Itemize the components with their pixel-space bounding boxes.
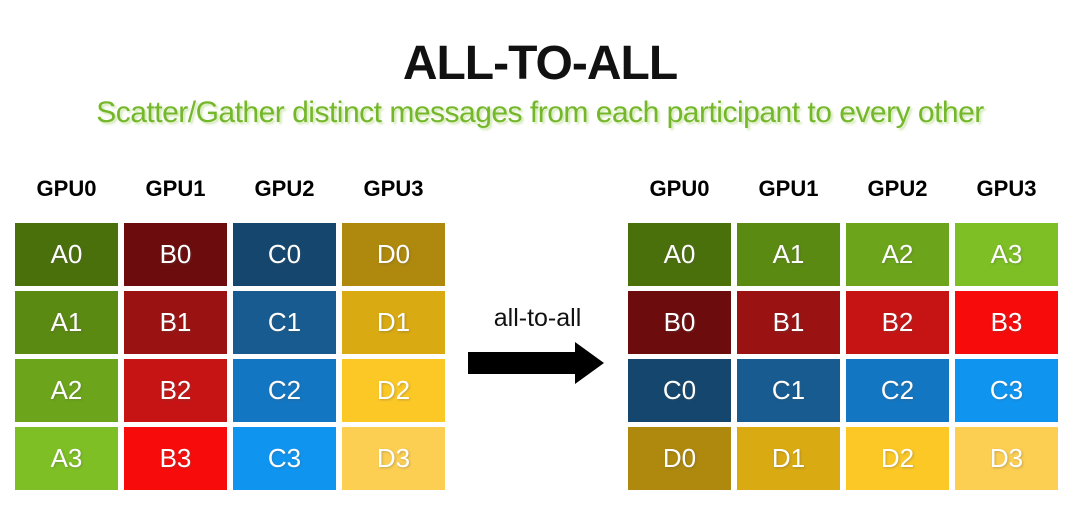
data-chunk-a1: A1 — [15, 291, 118, 354]
data-chunk-d2: D2 — [342, 359, 445, 422]
gpu-column-header: GPU2 — [867, 176, 928, 201]
gpu-column-header: GPU3 — [976, 176, 1037, 201]
before-grid-headers: GPU0 GPU1 GPU2 GPU3 — [15, 178, 445, 200]
data-chunk-d1: D1 — [342, 291, 445, 354]
gpu-column-header: GPU1 — [145, 176, 206, 201]
data-chunk-b2: B2 — [846, 291, 949, 354]
data-chunk-d2: D2 — [846, 427, 949, 490]
data-chunk-c1: C1 — [737, 359, 840, 422]
data-chunk-b0: B0 — [124, 223, 227, 286]
gpu-column-header: GPU0 — [649, 176, 710, 201]
data-chunk-d0: D0 — [342, 223, 445, 286]
data-chunk-a3: A3 — [955, 223, 1058, 286]
page-title: ALL-TO-ALL — [402, 37, 678, 90]
data-chunk-b1: B1 — [737, 291, 840, 354]
data-chunk-a2: A2 — [15, 359, 118, 422]
right-arrow-icon — [468, 342, 604, 384]
gpu-column-header: GPU2 — [254, 176, 315, 201]
arrow-label: all-to-all — [493, 304, 582, 332]
data-chunk-d0: D0 — [628, 427, 731, 490]
data-chunk-b0: B0 — [628, 291, 731, 354]
data-chunk-c2: C2 — [233, 359, 336, 422]
data-chunk-d3: D3 — [955, 427, 1058, 490]
data-chunk-b3: B3 — [124, 427, 227, 490]
data-chunk-d1: D1 — [737, 427, 840, 490]
data-chunk-c0: C0 — [233, 223, 336, 286]
gpu-column-header: GPU1 — [758, 176, 819, 201]
data-chunk-b3: B3 — [955, 291, 1058, 354]
subtitle: Scatter/Gather distinct messages from ea… — [96, 96, 984, 129]
data-chunk-a0: A0 — [15, 223, 118, 286]
data-chunk-c3: C3 — [955, 359, 1058, 422]
after-grid-headers: GPU0 GPU1 GPU2 GPU3 — [628, 178, 1058, 200]
data-chunk-c0: C0 — [628, 359, 731, 422]
gpu-column-header: GPU0 — [36, 176, 97, 201]
data-chunk-d3: D3 — [342, 427, 445, 490]
data-chunk-a1: A1 — [737, 223, 840, 286]
data-chunk-b2: B2 — [124, 359, 227, 422]
gpu-column-header: GPU3 — [363, 176, 424, 201]
data-chunk-a2: A2 — [846, 223, 949, 286]
data-chunk-a3: A3 — [15, 427, 118, 490]
data-chunk-c1: C1 — [233, 291, 336, 354]
data-chunk-a0: A0 — [628, 223, 731, 286]
data-chunk-b1: B1 — [124, 291, 227, 354]
data-chunk-c2: C2 — [846, 359, 949, 422]
data-chunk-c3: C3 — [233, 427, 336, 490]
